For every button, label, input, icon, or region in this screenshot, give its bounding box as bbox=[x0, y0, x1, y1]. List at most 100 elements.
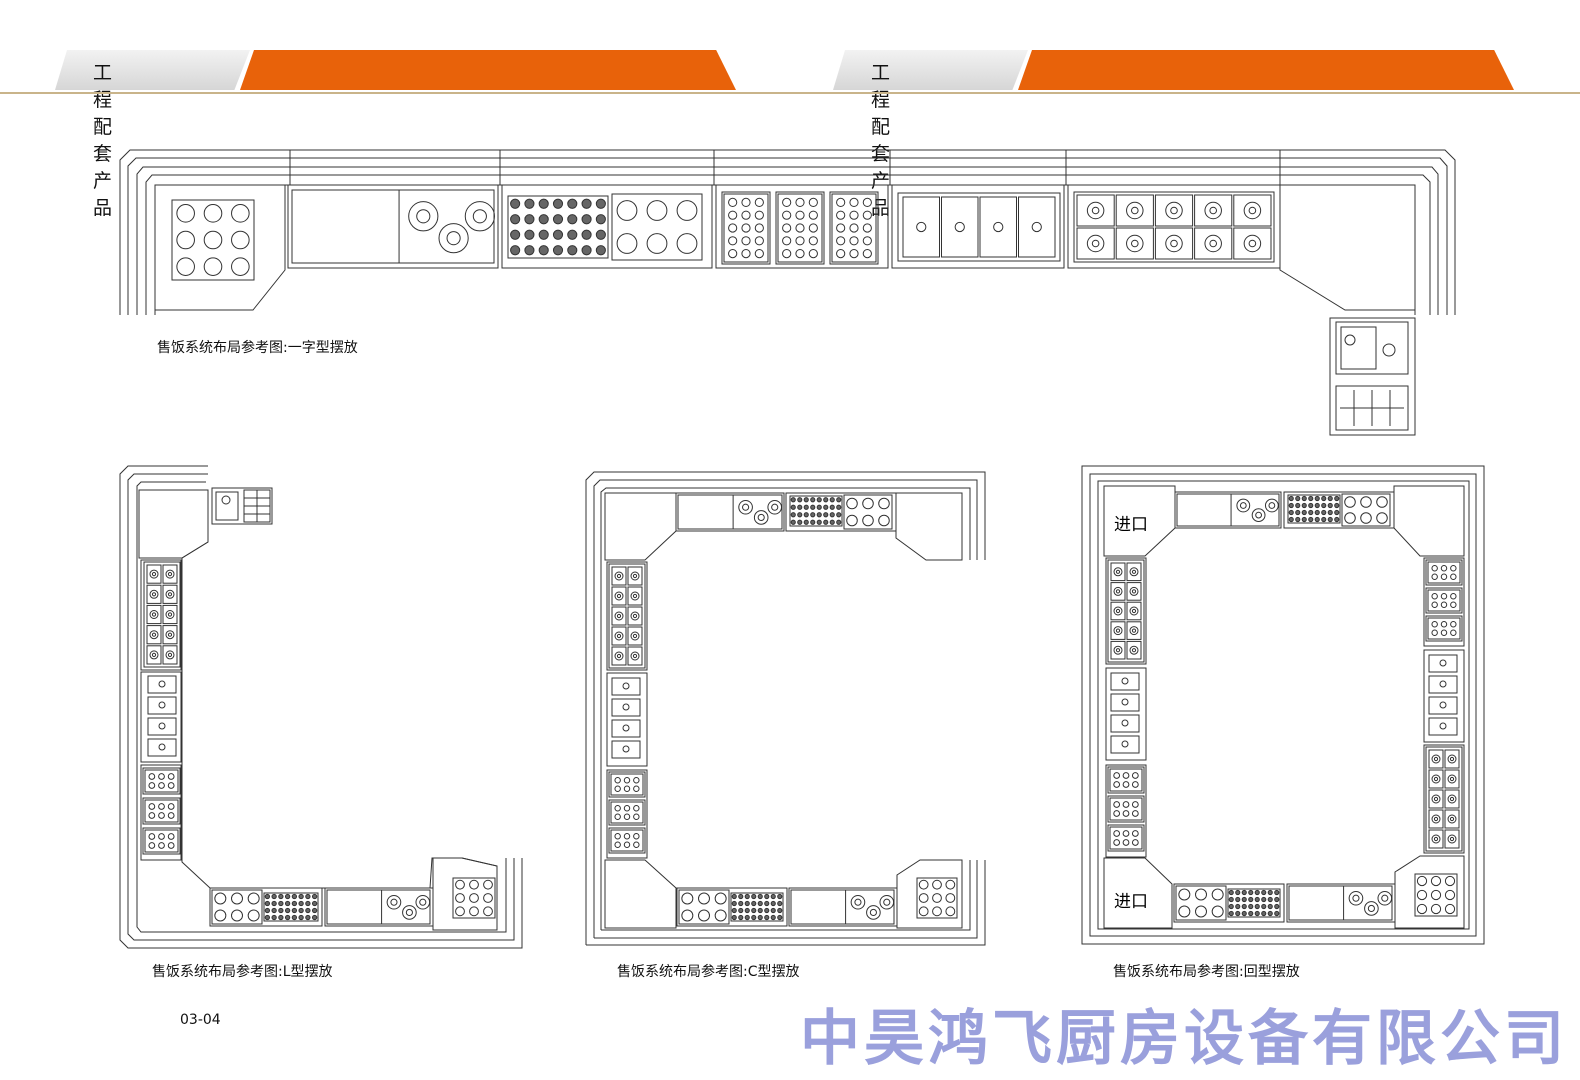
tray-hole bbox=[728, 223, 738, 233]
well-circle bbox=[455, 893, 465, 903]
tray-frame bbox=[829, 191, 879, 265]
pan-knob bbox=[1439, 659, 1447, 667]
pot-knob bbox=[1449, 776, 1455, 782]
dot bbox=[757, 907, 763, 914]
end-station bbox=[895, 492, 963, 561]
tray-hole bbox=[1440, 621, 1448, 628]
pot-knob bbox=[1115, 569, 1121, 574]
tray bbox=[1109, 797, 1143, 821]
pot-cell bbox=[1444, 809, 1460, 829]
dot bbox=[810, 519, 816, 525]
pan-knob bbox=[158, 680, 166, 688]
tray-hole bbox=[1440, 601, 1448, 608]
pot bbox=[1165, 201, 1183, 220]
dot bbox=[731, 893, 737, 900]
corner-station bbox=[604, 492, 677, 561]
tray-hole bbox=[754, 223, 764, 233]
bowl-rack bbox=[678, 889, 730, 925]
pan-knob bbox=[916, 221, 927, 233]
pot-lid bbox=[416, 209, 431, 224]
dot bbox=[738, 900, 744, 907]
well-circle bbox=[616, 233, 638, 254]
pot bbox=[149, 630, 159, 640]
pot bbox=[1129, 626, 1139, 636]
tray-hole bbox=[741, 249, 751, 259]
tray-hole bbox=[158, 773, 165, 780]
dot bbox=[1321, 509, 1327, 516]
well-circle bbox=[1376, 496, 1388, 508]
pot-knob bbox=[1433, 756, 1439, 762]
pan-knob bbox=[1439, 680, 1447, 688]
tray bbox=[1427, 589, 1461, 612]
pan-section bbox=[140, 671, 182, 763]
pan-section bbox=[1105, 667, 1147, 761]
pot bbox=[1086, 201, 1105, 220]
caption-l-shape: 售饭系统布局参考图:L型摆放 bbox=[152, 964, 333, 980]
tray-hole bbox=[808, 210, 818, 220]
pot-cell bbox=[146, 645, 162, 665]
tray-hole bbox=[754, 249, 764, 259]
dot bbox=[1261, 896, 1267, 903]
dot bbox=[744, 893, 750, 900]
pot bbox=[1113, 645, 1123, 655]
pot bbox=[614, 611, 624, 621]
well-section bbox=[1173, 883, 1285, 923]
well-circle bbox=[714, 892, 727, 905]
pot-cell bbox=[611, 586, 627, 606]
tray-hole bbox=[728, 197, 738, 207]
dot bbox=[829, 497, 835, 503]
tray-hole bbox=[614, 785, 621, 792]
dot bbox=[751, 893, 757, 900]
dot bbox=[1241, 896, 1247, 903]
pot-lid bbox=[390, 898, 398, 906]
pot-cell bbox=[627, 646, 643, 666]
pot-frame bbox=[1425, 746, 1463, 852]
tray-hole bbox=[836, 210, 846, 220]
tray-hole bbox=[754, 236, 764, 246]
dot bbox=[751, 900, 757, 907]
well-circle bbox=[231, 892, 243, 905]
dot bbox=[731, 914, 737, 921]
dot bbox=[1228, 903, 1234, 910]
well-circle bbox=[483, 906, 493, 917]
tray-hole bbox=[1113, 801, 1121, 808]
tray-hole bbox=[1431, 621, 1438, 628]
pot bbox=[630, 591, 640, 601]
tray-hole bbox=[808, 197, 818, 207]
outer-rail bbox=[585, 471, 986, 945]
dot bbox=[305, 914, 311, 921]
well-circle bbox=[698, 892, 710, 905]
dot bbox=[1308, 509, 1314, 516]
pot-knob bbox=[632, 653, 638, 659]
food-pan bbox=[1110, 714, 1140, 733]
outer-rail bbox=[119, 149, 1456, 315]
pot-knob bbox=[1131, 239, 1139, 248]
tray-hole bbox=[782, 236, 792, 246]
pot-cell bbox=[1233, 194, 1272, 227]
well-circle bbox=[616, 200, 638, 221]
tap bbox=[221, 495, 231, 505]
food-pan bbox=[1110, 672, 1140, 691]
pot bbox=[614, 631, 624, 641]
well-circle bbox=[203, 204, 223, 223]
outer-rail bbox=[127, 157, 1448, 315]
pot-cell bbox=[162, 604, 178, 625]
dot bbox=[810, 512, 816, 518]
pot bbox=[149, 589, 159, 599]
soup-unit bbox=[677, 494, 783, 530]
tray-hole bbox=[862, 249, 872, 259]
dot bbox=[278, 907, 284, 914]
pot-cell bbox=[1428, 829, 1444, 849]
pan-knob bbox=[622, 745, 630, 753]
entry-label-top: 进口 bbox=[1114, 515, 1148, 535]
pot bbox=[1113, 586, 1123, 596]
linear-layout-drawing bbox=[119, 149, 1456, 436]
pot bbox=[1377, 890, 1393, 906]
caption-c-shape: 售饭系统布局参考图:C型摆放 bbox=[617, 964, 800, 980]
pot-cell bbox=[162, 564, 178, 584]
tray-hole bbox=[728, 210, 738, 220]
tray-hole bbox=[1440, 565, 1448, 572]
well-circle bbox=[455, 906, 465, 917]
pot bbox=[1236, 498, 1251, 513]
dot bbox=[1248, 896, 1254, 903]
